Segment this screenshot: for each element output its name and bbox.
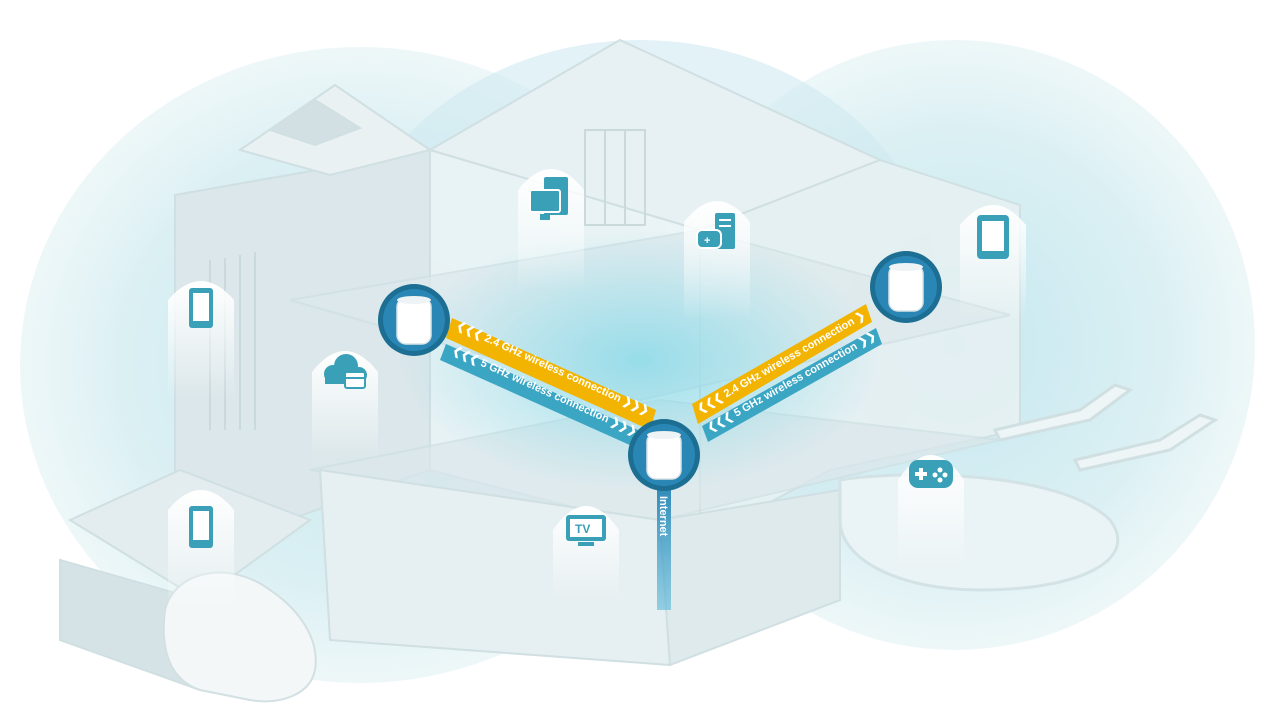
mesh-router-right xyxy=(870,251,942,323)
mesh-router-icon xyxy=(888,263,924,312)
svg-text:TV: TV xyxy=(575,522,590,536)
phone-icon xyxy=(189,288,213,328)
device-tag-smartphone-bottom xyxy=(168,490,234,610)
smartphone-icon xyxy=(189,506,213,548)
svg-text:+: + xyxy=(704,235,710,247)
tablet-icon xyxy=(977,215,1009,259)
device-tag-tablet xyxy=(960,205,1026,320)
mesh-router-center xyxy=(628,419,700,491)
internet-label: Internet xyxy=(657,496,669,537)
device-tag-tv: TV xyxy=(553,506,619,600)
mesh-router-left xyxy=(378,284,450,356)
mesh-router-icon xyxy=(646,431,682,480)
cloud-storage-icon xyxy=(324,354,367,389)
mesh-router-icon xyxy=(396,296,432,345)
internet-uplink: Internet xyxy=(657,480,671,610)
device-tag-computer xyxy=(518,169,584,290)
tv-icon: TV xyxy=(566,515,606,546)
device-tag-cloud xyxy=(312,351,378,460)
device-tag-phone-left xyxy=(168,281,234,400)
game-console-icon: + xyxy=(696,213,735,249)
device-tag-game-console: + xyxy=(684,201,750,320)
computer-icon xyxy=(529,177,568,220)
device-tag-gamepad xyxy=(898,455,964,570)
signal-glow xyxy=(400,230,880,490)
gamepad-icon xyxy=(909,460,953,488)
